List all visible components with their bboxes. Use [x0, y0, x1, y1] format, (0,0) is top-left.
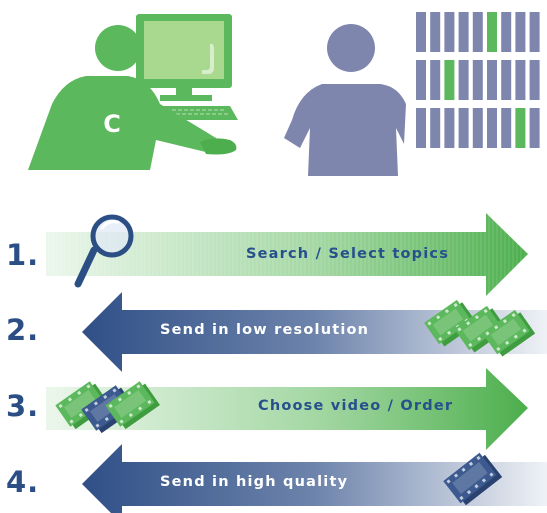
step-number-4: 4.	[6, 465, 40, 499]
magnifier-icon	[74, 214, 134, 288]
film-strip	[482, 309, 536, 357]
film-strip	[454, 305, 508, 353]
step-number-2: 2.	[6, 313, 40, 347]
video-tape	[487, 12, 497, 52]
video-tape	[472, 108, 483, 148]
video-tape	[430, 60, 441, 100]
video-tape	[444, 12, 455, 52]
video-tape	[487, 108, 497, 148]
step-number-1: 1.	[6, 238, 40, 272]
film-strip	[105, 381, 160, 430]
video-tape	[458, 108, 469, 148]
film-strip	[443, 452, 503, 506]
video-tape	[472, 60, 483, 100]
film-library-icon	[416, 12, 540, 148]
arrow-step-2	[82, 292, 547, 372]
step-label-1: Search / Select topics	[246, 246, 450, 262]
brand-letter: C	[103, 110, 121, 138]
video-tape	[444, 108, 455, 148]
video-tape	[430, 12, 441, 52]
arrow-step-3	[46, 368, 528, 450]
step-number-3: 3.	[6, 389, 40, 423]
video-tape	[501, 108, 512, 148]
video-tape	[458, 12, 469, 52]
video-tape	[515, 60, 526, 100]
step-label-2: Send in low resolution	[160, 322, 370, 338]
video-tape	[515, 12, 526, 52]
film-strips-low-res-icon	[424, 299, 536, 357]
video-tape	[529, 12, 540, 52]
step-label-3: Choose video / Order	[258, 398, 454, 414]
client-with-computer-icon: C	[28, 14, 238, 170]
video-tape	[458, 60, 469, 100]
step-label-4: Send in high quality	[160, 474, 349, 490]
video-tape	[444, 60, 455, 100]
video-tape	[515, 108, 526, 148]
video-tape	[416, 12, 426, 52]
video-tape	[487, 60, 497, 100]
video-tape	[416, 60, 426, 100]
video-tape	[430, 108, 441, 148]
video-tape	[529, 60, 540, 100]
customer-person-icon	[284, 24, 406, 176]
video-tape	[416, 108, 426, 148]
video-tape	[529, 108, 540, 148]
film-strip-high-quality-icon	[443, 452, 503, 506]
video-tape	[472, 12, 483, 52]
client-head	[95, 25, 141, 71]
film-strips-order-icon	[55, 381, 160, 434]
arrow-step-4	[82, 444, 547, 513]
video-tape	[501, 12, 512, 52]
video-tape	[501, 60, 512, 100]
arrow-step-1	[46, 213, 528, 296]
film-strip	[424, 299, 478, 347]
